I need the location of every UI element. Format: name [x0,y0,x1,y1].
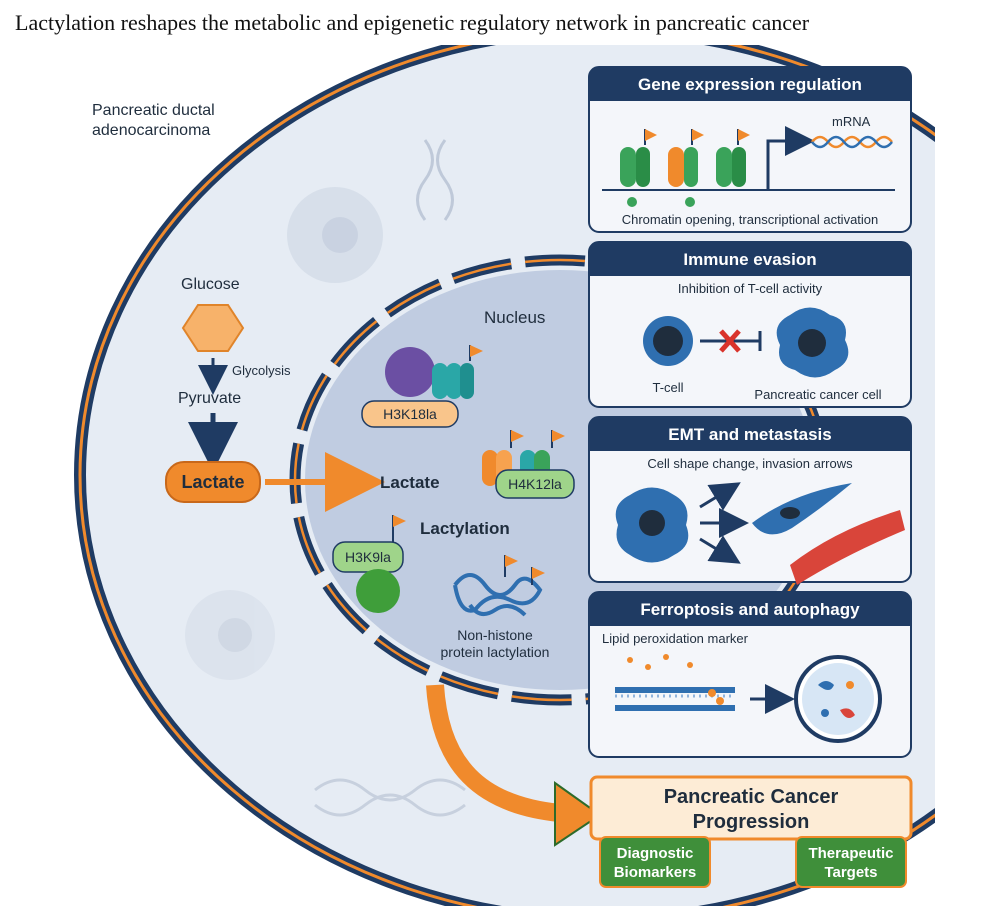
pyruvate-label: Pyruvate [178,390,241,407]
glucose-label: Glucose [181,276,240,293]
progression-arrow [426,684,561,822]
tissue-label-line1: Pancreatic ductal [92,102,215,119]
progression-box: Pancreatic Cancer Progression [589,775,913,841]
immune-panel-title: Immune evasion [683,250,816,269]
transcription-start-arrow [766,126,815,190]
emt-panel-subtitle: Cell shape change, invasion arrows [647,456,853,471]
nucleus-lactate-label: Lactate [380,473,440,492]
diagnostic-box: Diagnostic Biomarkers [599,836,711,888]
therapeutic-line1: Therapeutic [808,845,893,862]
diagnostic-line1: Diagnostic [617,845,694,862]
t-cell-label: T-cell [652,380,683,395]
ferro-panel-subtitle: Lipid peroxidation marker [602,631,749,646]
lactate-label: Lactate [181,472,244,492]
progression-arrowhead [554,781,602,847]
lactylation-label: Lactylation [420,519,510,538]
h3k18la-nucleosome: H3K18la [361,345,483,428]
lactyl-flag-icon [470,345,483,357]
background-decor [185,139,466,817]
lipid-bilayer-icon [615,687,735,711]
diagram-svg: Pancreatic ductal adenocarcinoma Glucose… [74,45,935,906]
h3k9la-nucleosome: H3K9la [332,515,406,613]
nucleus-label: Nucleus [484,308,545,327]
diagram-canvas: Pancreatic ductal adenocarcinoma Glucose… [0,45,1000,906]
emt-panel-title: EMT and metastasis [668,425,831,444]
mesenchymal-cell-icon [752,483,852,535]
gene-panel-caption: Chromatin opening, transcriptional activ… [622,212,879,227]
therapeutic-line2: Targets [824,864,877,881]
glucose-hexagon-icon [181,304,245,352]
immune-panel-subtitle: Inhibition of T-cell activity [678,281,823,296]
progression-line2: Progression [693,811,810,833]
h4k12la-label: H4K12la [508,476,562,492]
glycolysis-label: Glycolysis [232,363,291,378]
figure-title: Lactylation reshapes the metabolic and e… [15,10,810,35]
tissue-label-line2: adenocarcinoma [92,122,210,139]
diagnostic-line2: Biomarkers [614,864,697,881]
h3k9la-label: H3K9la [345,549,391,565]
panel-gene-expression: Gene expression regulation mRNA Chromati… [588,66,912,233]
gene-panel-title: Gene expression regulation [638,75,862,94]
ferro-panel-title: Ferroptosis and autophagy [640,600,860,619]
panel-immune-evasion: Immune evasion Inhibition of T-cell acti… [588,241,912,408]
non-histone-label-line2: protein lactylation [441,644,550,660]
therapeutic-box: Therapeutic Targets [795,836,907,888]
h3k18la-label: H3K18la [383,406,437,422]
cancer-cell-label: Pancreatic cancer cell [754,387,881,402]
non-histone-protein-icon [453,555,545,617]
progression-line1: Pancreatic Cancer [664,786,839,808]
lactate-pill [165,461,261,503]
blood-vessel-icon [790,510,905,585]
non-histone-label-line1: Non-histone [457,627,533,643]
panel-emt-metastasis: EMT and metastasis Cell shape change, in… [588,416,912,585]
h4k12la-nucleosome: H4K12la [482,430,575,499]
mrna-helix-icon [811,135,893,149]
mrna-label: mRNA [832,114,871,129]
panel-ferroptosis-autophagy: Ferroptosis and autophagy Lipid peroxida… [588,591,912,758]
